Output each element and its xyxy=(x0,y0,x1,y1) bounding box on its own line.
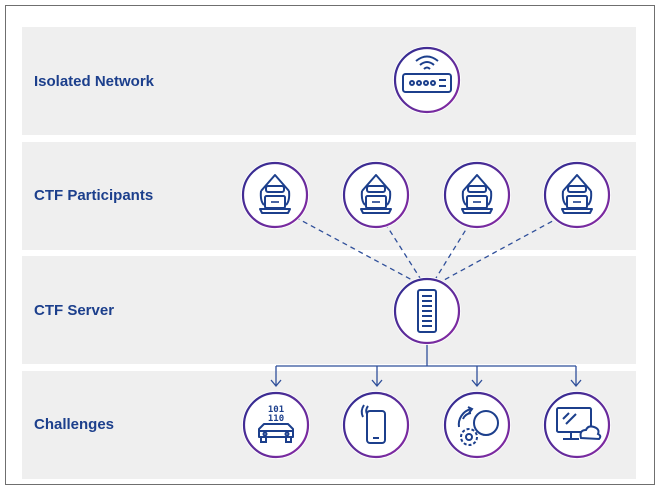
label-isolated-network: Isolated Network xyxy=(34,73,155,90)
challenge-node-3 xyxy=(443,391,511,459)
svg-text:101: 101 xyxy=(268,405,284,415)
link-participant-2 xyxy=(384,222,421,279)
challenge-node-2 xyxy=(342,391,410,459)
link-participant-1 xyxy=(294,216,413,281)
band-ctf-server xyxy=(22,256,636,364)
label-ctf-participants: CTF Participants xyxy=(34,187,154,204)
router-icon xyxy=(402,55,452,93)
link-participant-4 xyxy=(443,216,561,281)
challenge-connectors xyxy=(270,345,582,388)
band-challenges xyxy=(22,371,636,479)
mobile-signal-icon xyxy=(360,404,386,444)
participant-node-4 xyxy=(543,161,611,229)
label-ctf-server: CTF Server xyxy=(34,302,115,319)
car-binary-icon: 101 110 xyxy=(258,405,294,443)
network-node xyxy=(393,46,461,114)
link-participant-3 xyxy=(435,222,471,279)
svg-text:110: 110 xyxy=(268,414,284,424)
participant-node-1 xyxy=(241,161,309,229)
band-isolated-network xyxy=(22,27,636,135)
participant-links xyxy=(294,216,561,281)
server-rack-icon xyxy=(417,289,437,333)
challenge-node-1: 101 110 xyxy=(242,391,310,459)
challenge-node-4 xyxy=(543,391,611,459)
gear-cycle-icon xyxy=(457,406,499,446)
participant-node-2 xyxy=(342,161,410,229)
participant-node-3 xyxy=(443,161,511,229)
server-node xyxy=(393,277,461,345)
monitor-cloud-icon xyxy=(556,407,602,441)
label-challenges: Challenges xyxy=(34,416,115,433)
